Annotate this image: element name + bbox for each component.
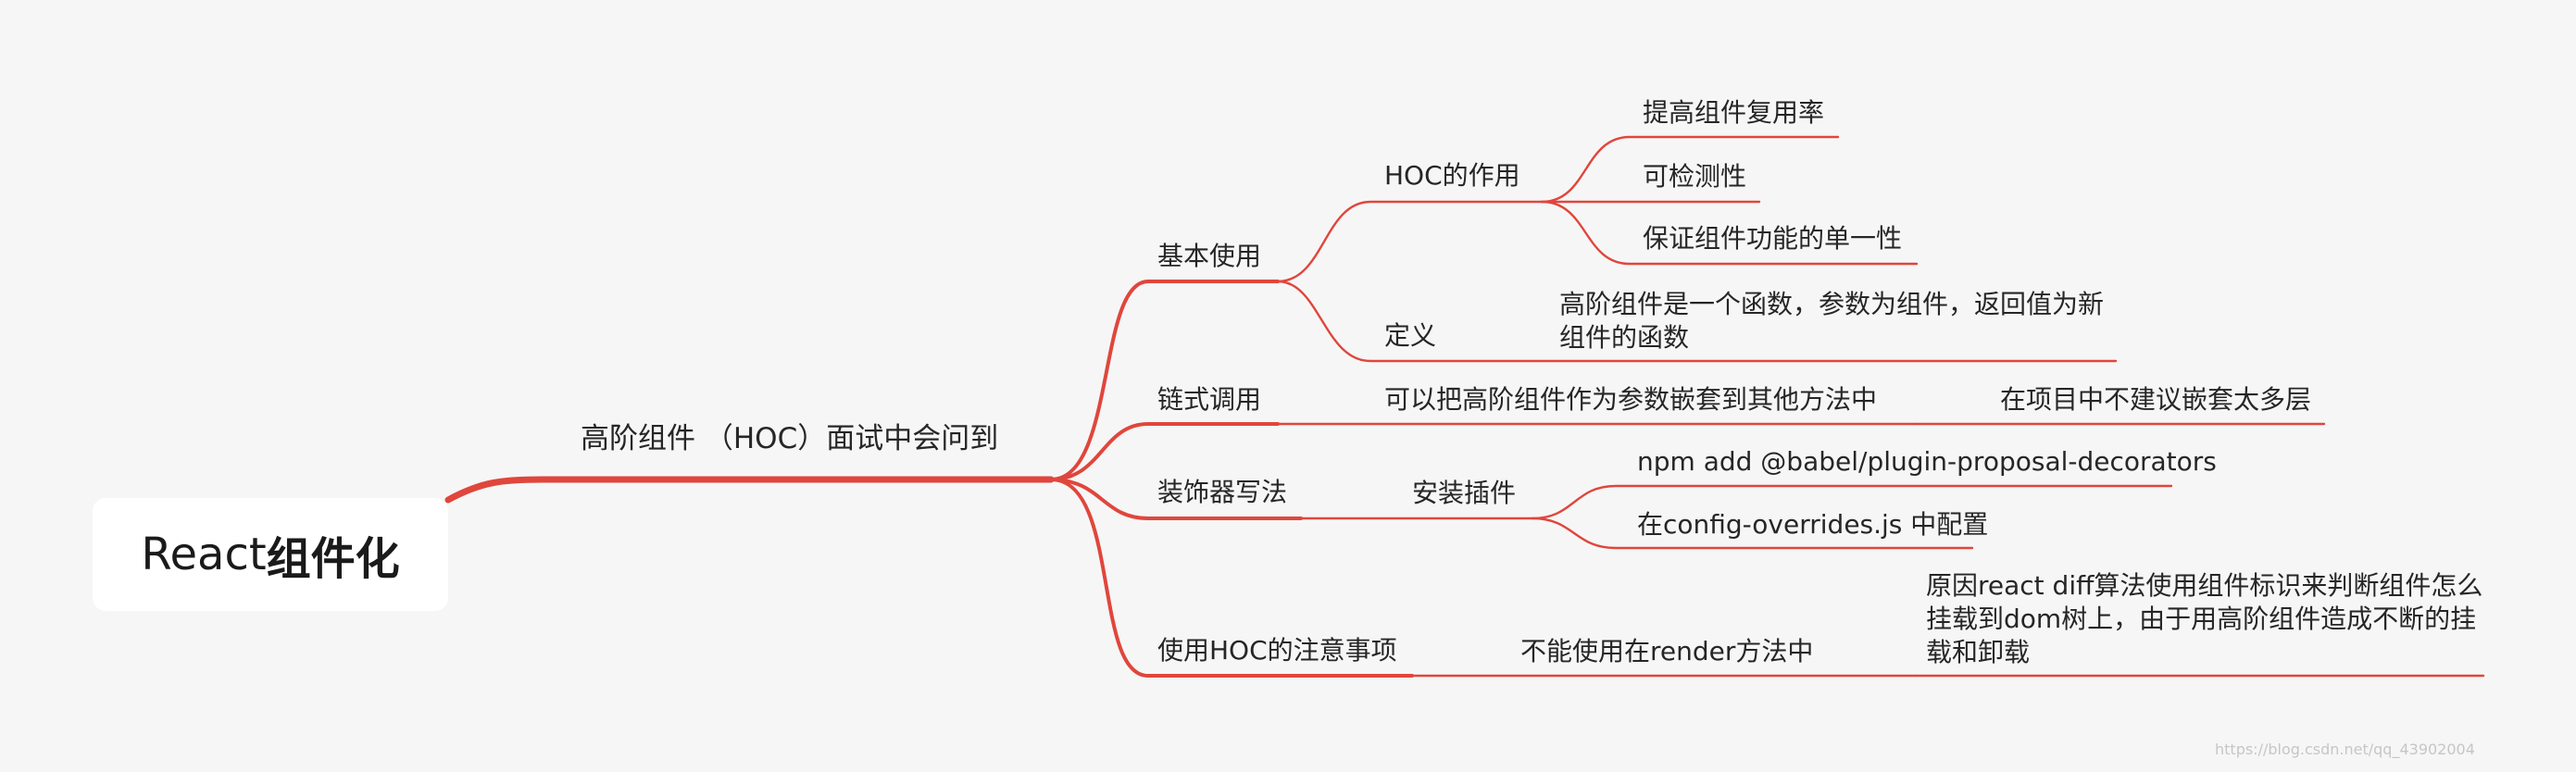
link-root-branch — [444, 476, 1055, 504]
leaf-npm-add[interactable]: npm add @babel/plugin-proposal-decorator… — [1637, 446, 2217, 477]
node-decorator[interactable]: 装饰器写法 — [1157, 477, 1288, 507]
link-hoc-item3 — [1540, 200, 1919, 266]
leaf-reason-line2[interactable]: 挂载到dom树上，由于用高阶组件造成不断的挂 — [1926, 604, 2477, 634]
node-chain-call[interactable]: 链式调用 — [1157, 384, 1262, 415]
link-branch-basic — [1049, 280, 1280, 481]
link-hoc-item1 — [1540, 135, 1840, 204]
link-basic-def — [1276, 280, 2118, 363]
leaf-definition-line1[interactable]: 高阶组件是一个函数，参数为组件，返回值为新 — [1559, 289, 2105, 319]
leaf-reason-line3[interactable]: 载和卸载 — [1926, 637, 2031, 667]
root-prefix: React — [141, 529, 267, 580]
link-branch-decorator — [1049, 478, 1303, 520]
leaf-no-deep-nesting[interactable]: 在项目中不建议嵌套太多层 — [2000, 384, 2312, 415]
node-no-render-use[interactable]: 不能使用在render方法中 — [1520, 636, 1814, 666]
node-definition[interactable]: 定义 — [1384, 320, 1437, 351]
link-basic-hoc — [1276, 200, 1544, 283]
link-install-item2 — [1531, 517, 1974, 550]
node-chain-nesting[interactable]: 可以把高阶组件作为参数嵌套到其他方法中 — [1384, 384, 1878, 415]
branch-hoc-interview[interactable]: 高阶组件 （HOC）面试中会问到 — [581, 422, 999, 455]
leaf-reason-line1[interactable]: 原因react diff算法使用组件标识来判断组件怎么 — [1926, 570, 2483, 601]
leaf-single-responsibility[interactable]: 保证组件功能的单一性 — [1643, 223, 1903, 254]
link-install-item1 — [1531, 484, 2173, 520]
node-install-plugin[interactable]: 安装插件 — [1412, 478, 1517, 508]
link-branch-notes — [1049, 478, 1414, 678]
watermark: https://blog.csdn.net/qq_43902004 — [2215, 741, 2475, 758]
leaf-testability[interactable]: 可检测性 — [1643, 161, 1747, 192]
link-branch-chain — [1049, 422, 1280, 481]
leaf-definition-line2[interactable]: 组件的函数 — [1559, 322, 1690, 353]
node-hoc-purpose[interactable]: HOC的作用 — [1384, 160, 1520, 191]
node-hoc-notes[interactable]: 使用HOC的注意事项 — [1157, 635, 1397, 666]
leaf-reuse-rate[interactable]: 提高组件复用率 — [1643, 97, 1825, 128]
node-basic-usage[interactable]: 基本使用 — [1157, 241, 1262, 271]
root-bold: 组件化 — [266, 533, 400, 585]
leaf-config-overrides[interactable]: 在config-overrides.js 中配置 — [1637, 509, 1989, 540]
